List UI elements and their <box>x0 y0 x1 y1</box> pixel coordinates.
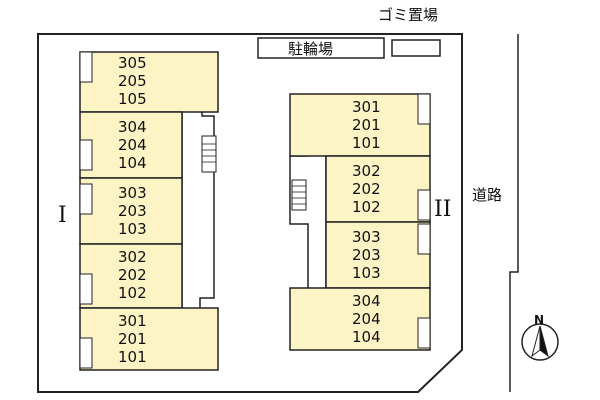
unit-number: 303 <box>352 228 381 246</box>
building-I-unit-stack-1: 305 205 105 <box>79 51 219 113</box>
unit-number: 301 <box>118 312 147 330</box>
unit-number: 202 <box>352 180 381 198</box>
unit-number: 203 <box>118 202 147 220</box>
unit-number: 203 <box>352 246 381 264</box>
unit-number: 103 <box>352 264 381 282</box>
unit-number: 101 <box>118 348 147 366</box>
unit-number: 305 <box>118 54 147 72</box>
building-I-unit-stack-3: 303 203 103 <box>79 177 183 245</box>
road-edge <box>509 34 519 392</box>
unit-number: 201 <box>352 116 381 134</box>
unit-number: 101 <box>352 134 381 152</box>
building-II-stairs <box>291 179 307 211</box>
unit-number: 201 <box>118 330 147 348</box>
unit-number: 103 <box>118 220 147 238</box>
unit-number: 303 <box>118 184 147 202</box>
unit-number: 102 <box>352 198 381 216</box>
road-label: 道路 <box>472 186 502 204</box>
unit-number: 304 <box>118 118 147 136</box>
bicycle-parking <box>257 37 385 59</box>
building-I-unit-stack-2: 304 204 104 <box>79 111 183 179</box>
unit-number: 104 <box>352 328 381 346</box>
unit-number: 205 <box>118 72 147 90</box>
unit-number: 202 <box>118 266 147 284</box>
building-II-unit-stack-4: 304 204 104 <box>289 287 431 351</box>
unit-number: 105 <box>118 90 147 108</box>
building-I-corridor <box>181 97 215 321</box>
building-II-unit-stack-2: 302 202 102 <box>325 155 431 223</box>
building-I-label: I <box>58 203 67 228</box>
building-II-label: II <box>434 197 451 222</box>
bicycle-parking-label: 駐輪場 <box>288 40 333 58</box>
unit-number: 304 <box>352 292 381 310</box>
unit-number: 102 <box>118 284 147 302</box>
building-I-unit-stack-5: 301 201 101 <box>79 307 219 371</box>
unit-number: 104 <box>118 154 147 172</box>
unit-number: 301 <box>352 98 381 116</box>
unit-number: 204 <box>118 136 147 154</box>
unit-number: 302 <box>352 162 381 180</box>
trash-area <box>391 39 441 57</box>
building-I-unit-stack-4: 302 202 102 <box>79 243 183 309</box>
building-II-unit-stack-3: 303 203 103 <box>325 221 431 289</box>
unit-number: 302 <box>118 248 147 266</box>
building-II-unit-stack-1: 301 201 101 <box>289 93 431 157</box>
building-I-stairs <box>201 135 217 173</box>
north-label: N <box>534 313 544 327</box>
north-compass-icon: N <box>521 313 559 361</box>
trash-label: ゴミ置場 <box>378 6 438 24</box>
unit-number: 204 <box>352 310 381 328</box>
